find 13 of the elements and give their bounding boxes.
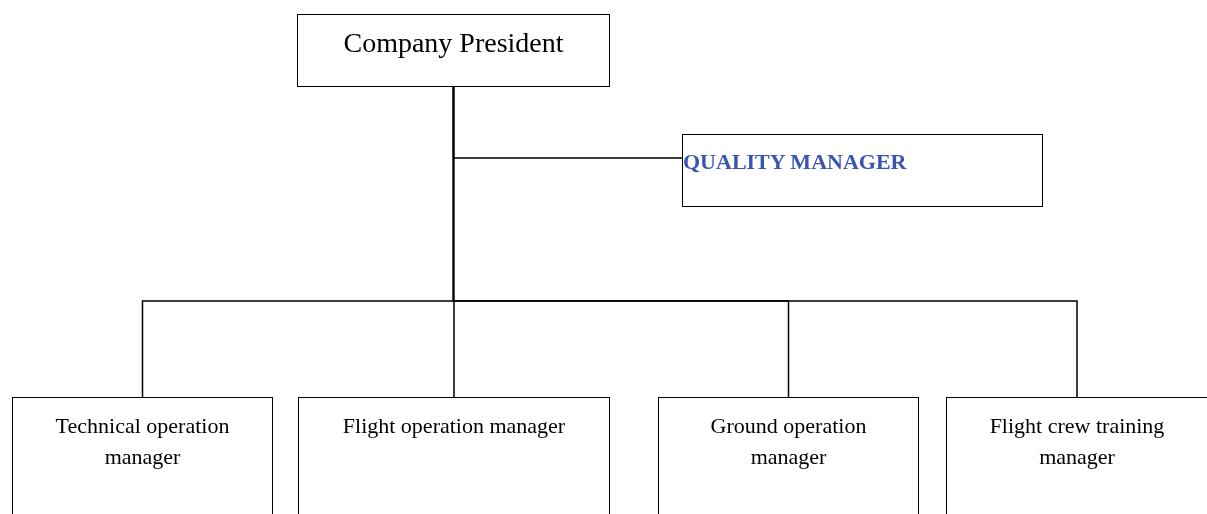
- position-box: [946, 397, 1207, 514]
- president-box: [297, 14, 610, 87]
- position-title: QUALITY MANAGER: [683, 149, 908, 175]
- connector-line: [452, 86, 1078, 398]
- position-title: Flight operation manager: [341, 412, 567, 440]
- position-box: [12, 397, 273, 514]
- position-box: [682, 134, 1043, 207]
- position-title: Technical operation manager: [54, 412, 231, 471]
- position-title: Ground operation manager: [709, 412, 868, 471]
- position-box: [298, 397, 610, 514]
- position-title: Company President: [342, 27, 565, 59]
- position-box: [658, 397, 919, 514]
- position-title: Flight crew training manager: [988, 412, 1166, 471]
